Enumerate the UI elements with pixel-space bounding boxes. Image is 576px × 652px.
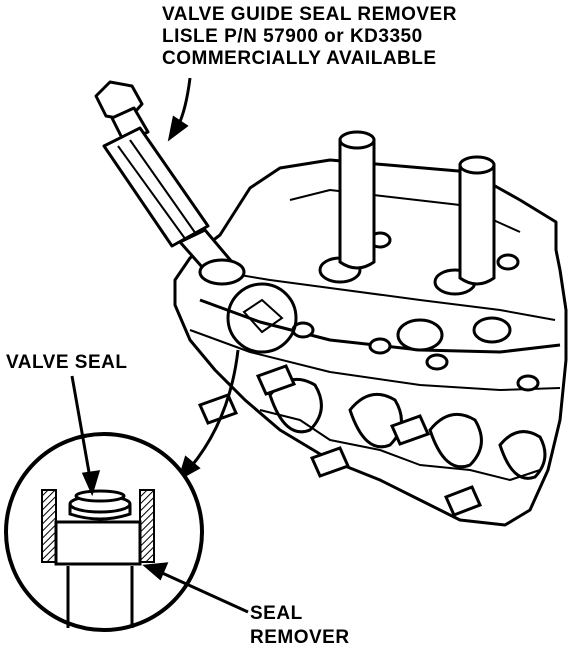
tool-label-line-2: LISLE P/N 57900 or KD3350 <box>162 26 423 47</box>
valve-seal-arrow <box>70 375 101 497</box>
tool-callout-label: VALVE GUIDE SEAL REMOVER LISLE P/N 57900… <box>162 4 457 70</box>
tool-label-line-3: COMMERCIALLY AVAILABLE <box>162 48 437 69</box>
detail-focus-circle <box>226 282 298 354</box>
seal-remover-line-2: REMOVER <box>250 627 350 648</box>
tool-callout-arrow <box>167 77 192 142</box>
valve-seal-label: VALVE SEAL <box>6 352 128 373</box>
seal-remover-line-1: SEAL <box>250 603 303 624</box>
tool-label-line-1: VALVE GUIDE SEAL REMOVER <box>162 4 457 25</box>
cam-towers <box>338 130 496 286</box>
seal-remover-tool <box>94 80 246 286</box>
seal-remover-arrow <box>142 562 249 614</box>
valve-springs <box>291 231 540 392</box>
magnified-detail-view <box>4 432 204 632</box>
valve-stems <box>197 364 483 517</box>
seal-remover-label: SEAL REMOVER <box>250 602 350 650</box>
